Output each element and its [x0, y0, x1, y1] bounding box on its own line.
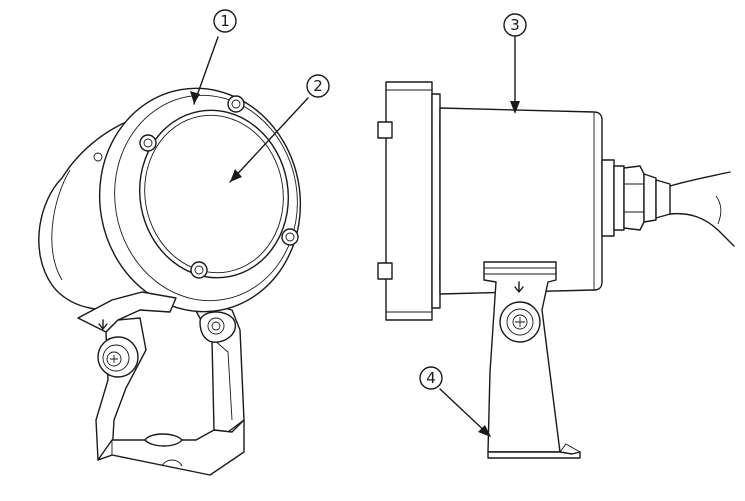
side-view — [377, 81, 735, 459]
tilt-arrow-marker-right — [514, 281, 524, 293]
screw-top — [227, 95, 245, 113]
pivot-knob-front — [97, 336, 139, 378]
side-bracket — [483, 261, 581, 459]
screw-bottom — [190, 261, 208, 279]
base-slot — [144, 433, 183, 447]
side-screw-tl — [377, 121, 393, 139]
pivot-knob-side — [499, 301, 541, 343]
callout-4-label: 4 — [426, 369, 436, 387]
screw-left — [139, 134, 157, 152]
isometric-view — [38, 87, 302, 476]
side-body — [439, 107, 603, 295]
callout-2-label: 2 — [313, 77, 323, 95]
callout-2: 2 — [229, 74, 330, 183]
callout-3: 3 — [503, 13, 527, 114]
screw-right — [281, 228, 299, 246]
side-screw-bl — [377, 262, 393, 280]
flange-screws — [139, 95, 299, 279]
callout-3-label: 3 — [510, 16, 520, 34]
callout-1-label: 1 — [220, 12, 230, 30]
callout-4: 4 — [419, 366, 491, 437]
lens-glass — [138, 109, 290, 279]
tilt-arrow-marker-left — [98, 319, 108, 330]
pivot-knob-back — [199, 311, 237, 343]
cable-gland — [601, 159, 671, 237]
power-cable — [669, 171, 735, 247]
callout-1: 1 — [190, 9, 237, 105]
